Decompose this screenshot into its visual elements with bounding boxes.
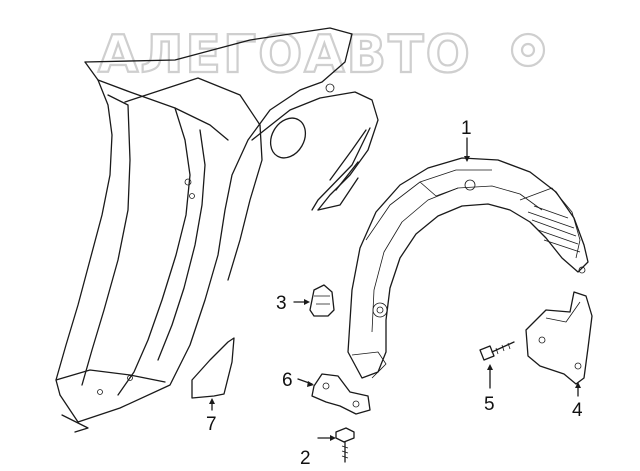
callout-5: 5 bbox=[484, 394, 495, 415]
callout-2: 2 bbox=[300, 448, 311, 469]
quarter-panel bbox=[55, 27, 379, 433]
trim-panel-part bbox=[191, 337, 235, 399]
callout-1: 1 bbox=[461, 118, 472, 139]
watermark-text: АЛЕГОАВТО bbox=[98, 25, 472, 85]
callout-6: 6 bbox=[282, 370, 293, 391]
bracket-part bbox=[311, 373, 371, 415]
screw-part bbox=[335, 427, 355, 463]
callout-4: 4 bbox=[572, 400, 583, 421]
inner-fender-liner-part bbox=[347, 157, 589, 379]
callout-7: 7 bbox=[206, 414, 217, 435]
bolt-part bbox=[479, 341, 515, 361]
mud-flap-part bbox=[525, 291, 593, 385]
clip-nut-part bbox=[309, 284, 335, 317]
callout-3: 3 bbox=[276, 293, 287, 314]
callout-leaders bbox=[209, 137, 581, 441]
watermark-logo-icon bbox=[510, 32, 546, 68]
